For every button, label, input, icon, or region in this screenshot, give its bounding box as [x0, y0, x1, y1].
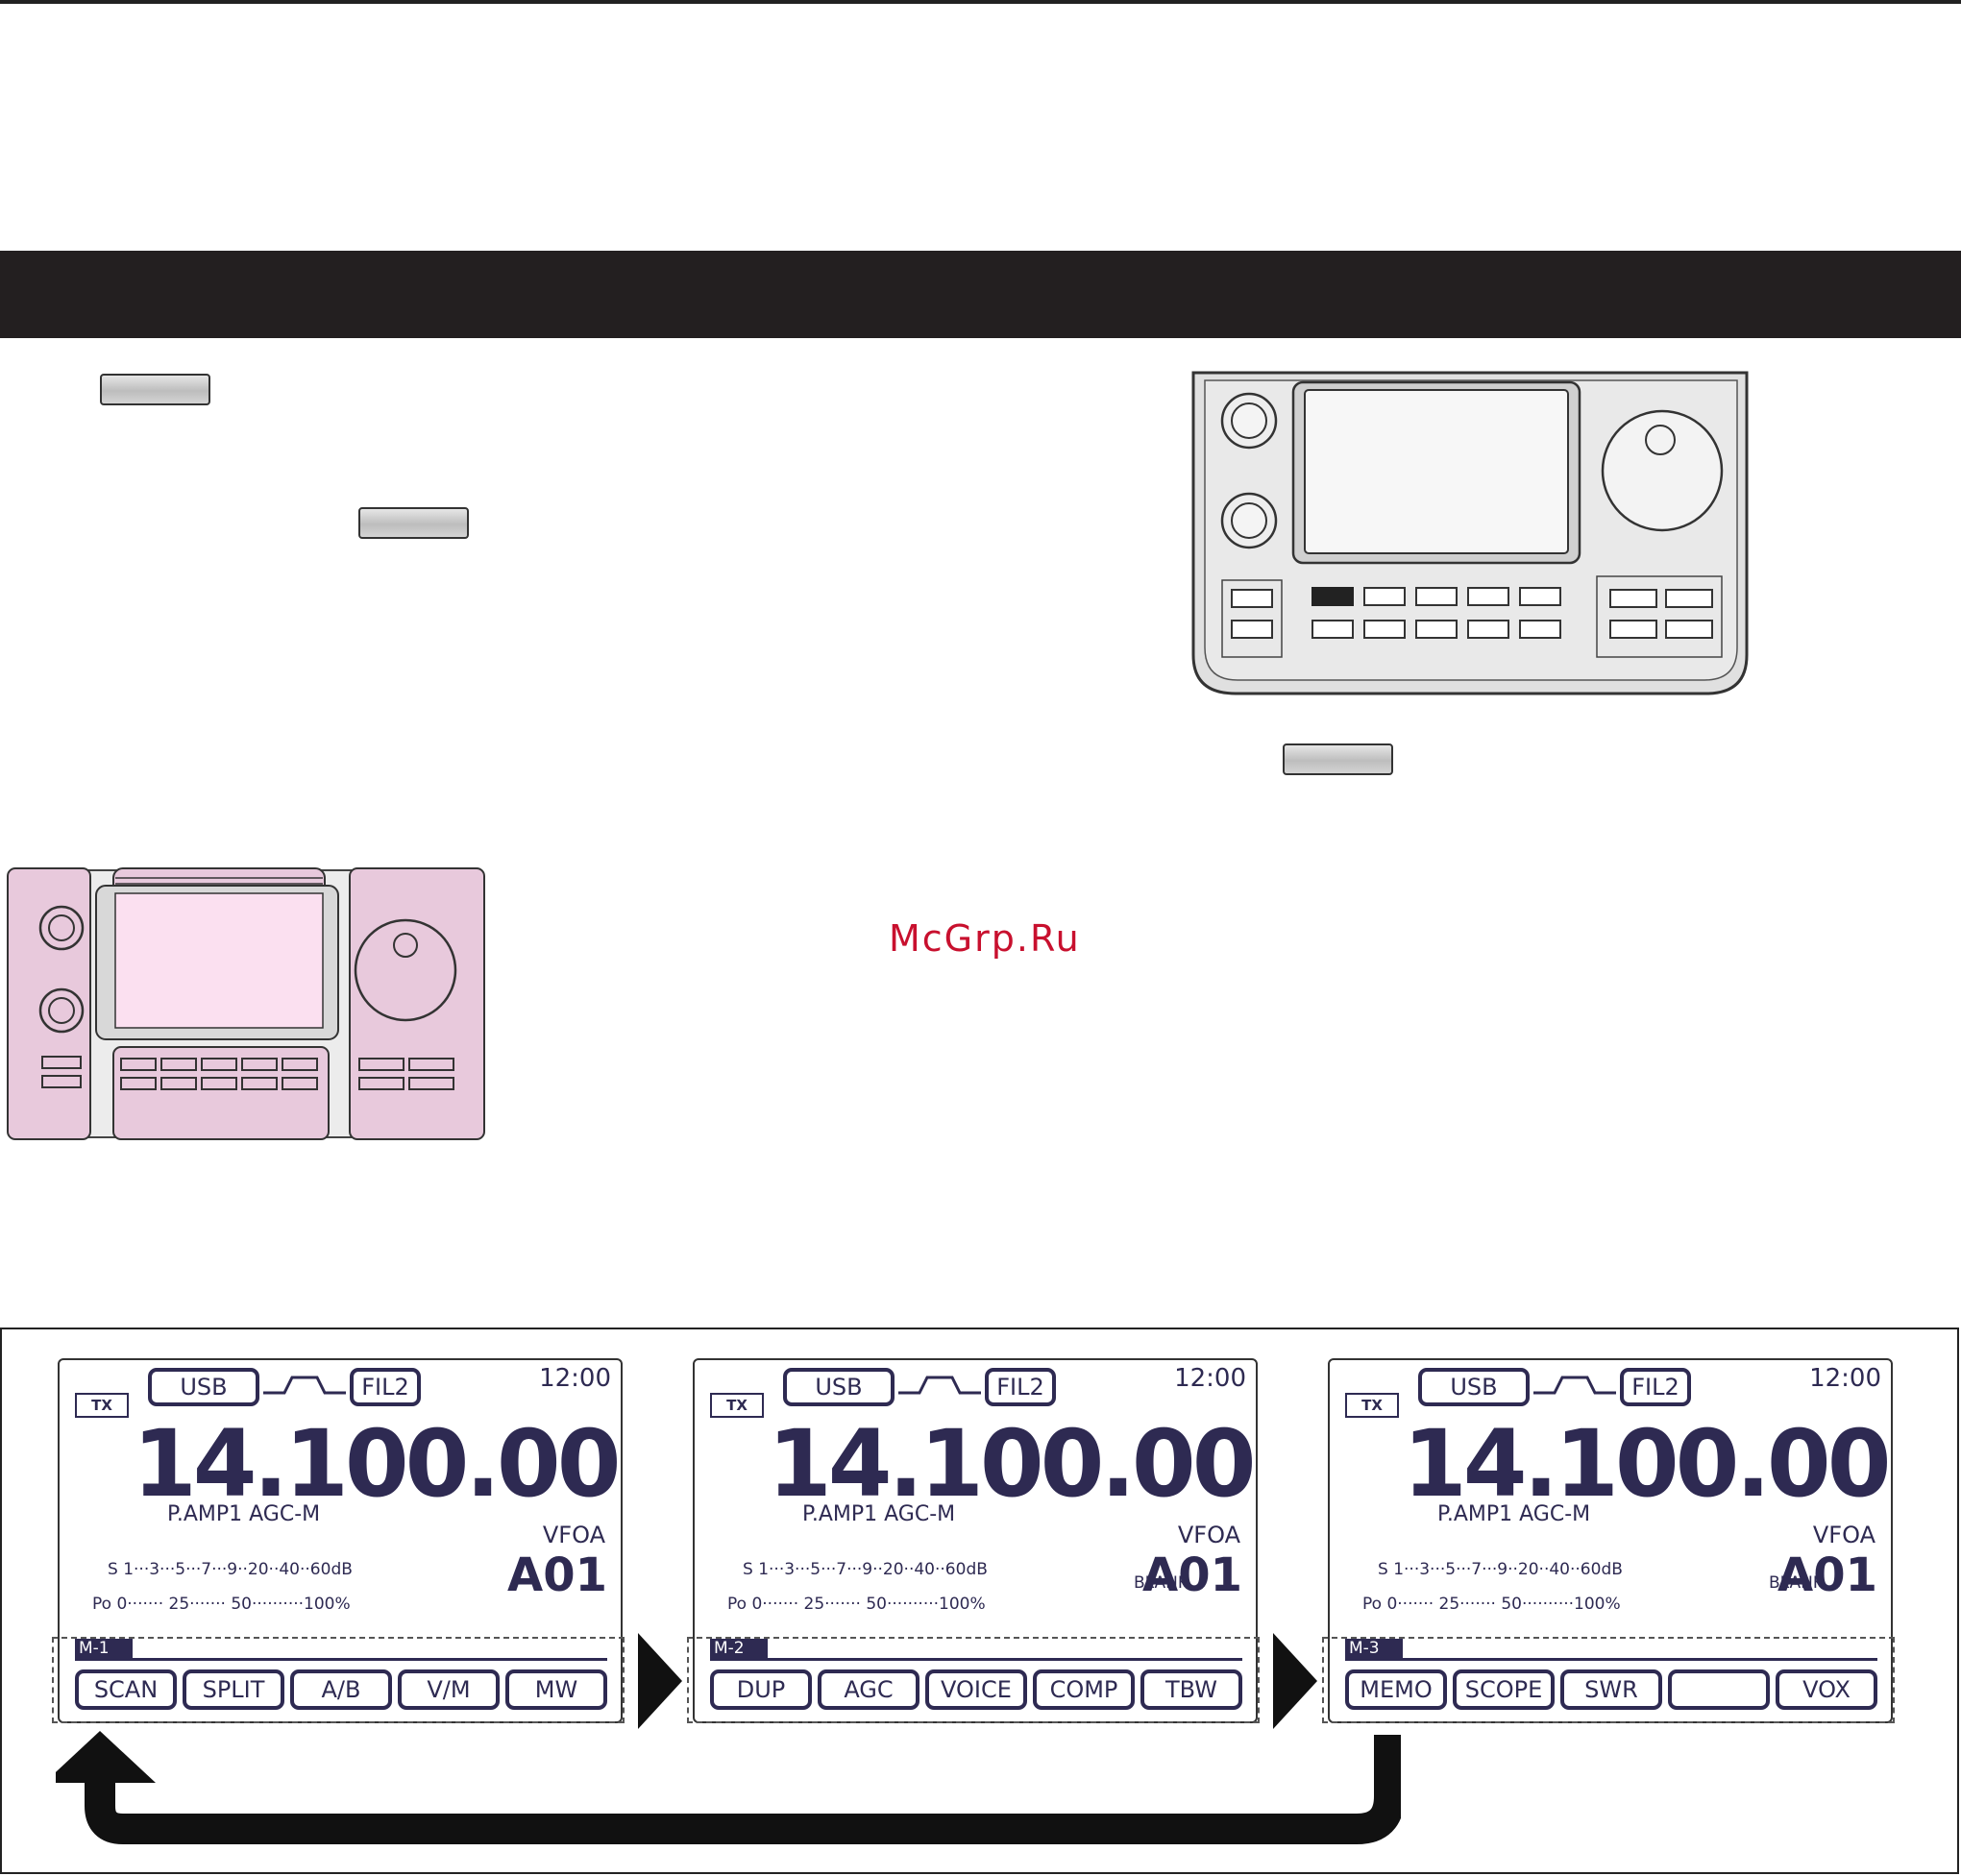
s-meter-scale: S 1···3···5···7···9··20··40··60dB: [743, 1560, 988, 1579]
menu-rule: [1345, 1658, 1877, 1661]
menu-row-highlight-m3: [1322, 1637, 1895, 1723]
function-key-mw[interactable]: MW: [505, 1669, 607, 1710]
menu-row-highlight-m2: [687, 1637, 1260, 1723]
function-key-vm[interactable]: V/M: [398, 1669, 500, 1710]
section-header-bar: [0, 251, 1961, 338]
s-meter-scale: S 1···3···5···7···9··20··40··60dB: [1378, 1560, 1623, 1579]
function-key-voice[interactable]: VOICE: [925, 1669, 1027, 1710]
frequency-readout[interactable]: 14.100.00: [768, 1410, 1257, 1518]
function-key-agc[interactable]: AGC: [818, 1669, 919, 1710]
next-arrow-icon: [638, 1633, 682, 1729]
frequency-readout[interactable]: 14.100.00: [1403, 1410, 1892, 1518]
filter-passband-icon: [898, 1376, 981, 1395]
key-graphic-2: [358, 507, 469, 539]
menu-row-highlight-m1: [52, 1637, 625, 1723]
menu-group-tag: M-3: [1345, 1639, 1403, 1658]
function-key-tbw[interactable]: TBW: [1140, 1669, 1242, 1710]
filter-passband-icon: [1533, 1376, 1616, 1395]
menu-group-tag: M-1: [75, 1639, 133, 1658]
s-meter-scale: S 1···3···5···7···9··20··40··60dB: [108, 1560, 353, 1579]
tx-indicator: TX: [75, 1393, 129, 1418]
mode-key[interactable]: USB: [783, 1368, 895, 1406]
memory-channel-readout: A01: [1142, 1548, 1242, 1602]
menu-rule: [75, 1658, 607, 1661]
function-key-comp[interactable]: COMP: [1033, 1669, 1135, 1710]
function-key-swr[interactable]: SWR: [1560, 1669, 1662, 1710]
preamp-agc-status: P.AMP1 AGC-M: [167, 1502, 321, 1526]
watermark: McGrp.Ru: [889, 917, 1081, 960]
function-key-split[interactable]: SPLIT: [183, 1669, 284, 1710]
preamp-agc-status: P.AMP1 AGC-M: [1437, 1502, 1591, 1526]
function-key-vox[interactable]: VOX: [1776, 1669, 1877, 1710]
mode-key[interactable]: USB: [1418, 1368, 1530, 1406]
menu-sequence-frame: [0, 1328, 1959, 1874]
function-key-ab[interactable]: A/B: [290, 1669, 392, 1710]
filter-key[interactable]: FIL2: [985, 1368, 1056, 1406]
vfo-indicator: VFOA: [1177, 1522, 1240, 1548]
tx-indicator: TX: [710, 1393, 764, 1418]
memory-channel-readout: A01: [507, 1548, 607, 1602]
vfo-indicator: VFOA: [1812, 1522, 1875, 1548]
preamp-agc-status: P.AMP1 AGC-M: [802, 1502, 956, 1526]
po-meter-scale: Po 0······· 25······· 50··········100%: [92, 1595, 351, 1614]
function-key-scan[interactable]: SCAN: [75, 1669, 177, 1710]
menu-group-tag: M-2: [710, 1639, 768, 1658]
radio-front-panel-illustration: [1191, 371, 1749, 695]
po-meter-scale: Po 0······· 25······· 50··········100%: [1362, 1595, 1621, 1614]
return-loop-arrow-icon: [56, 1731, 1401, 1844]
next-arrow-icon: [1273, 1633, 1317, 1729]
blank-indicator: BLANK: [1768, 1573, 1824, 1593]
frequency-readout[interactable]: 14.100.00: [133, 1410, 622, 1518]
mode-key[interactable]: USB: [148, 1368, 259, 1406]
tx-indicator: TX: [1345, 1393, 1399, 1418]
key-graphic-3: [1283, 743, 1393, 775]
menu-rule: [710, 1658, 1242, 1661]
function-key-scope[interactable]: SCOPE: [1453, 1669, 1555, 1710]
blank-indicator: BLANK: [1133, 1573, 1189, 1593]
lcd-screen-m2: TX USB FIL2 12:00 14.100.00 P.AMP1 AGC-M…: [693, 1358, 1258, 1723]
radio-zones-illustration: [7, 867, 485, 1140]
clock-readout: 12:00: [1809, 1364, 1881, 1393]
clock-readout: 12:00: [539, 1364, 611, 1393]
function-key-memo[interactable]: MEMO: [1345, 1669, 1447, 1710]
po-meter-scale: Po 0······· 25······· 50··········100%: [727, 1595, 986, 1614]
top-rule: [0, 0, 1961, 4]
filter-key[interactable]: FIL2: [1620, 1368, 1691, 1406]
lcd-screen-m3: TX USB FIL2 12:00 14.100.00 P.AMP1 AGC-M…: [1328, 1358, 1893, 1723]
memory-channel-readout: A01: [1777, 1548, 1877, 1602]
key-graphic-1: [100, 374, 210, 405]
clock-readout: 12:00: [1174, 1364, 1246, 1393]
filter-key[interactable]: FIL2: [350, 1368, 421, 1406]
function-key-dup[interactable]: DUP: [710, 1669, 812, 1710]
vfo-indicator: VFOA: [542, 1522, 605, 1548]
filter-passband-icon: [263, 1376, 346, 1395]
function-key-empty[interactable]: [1668, 1669, 1770, 1710]
